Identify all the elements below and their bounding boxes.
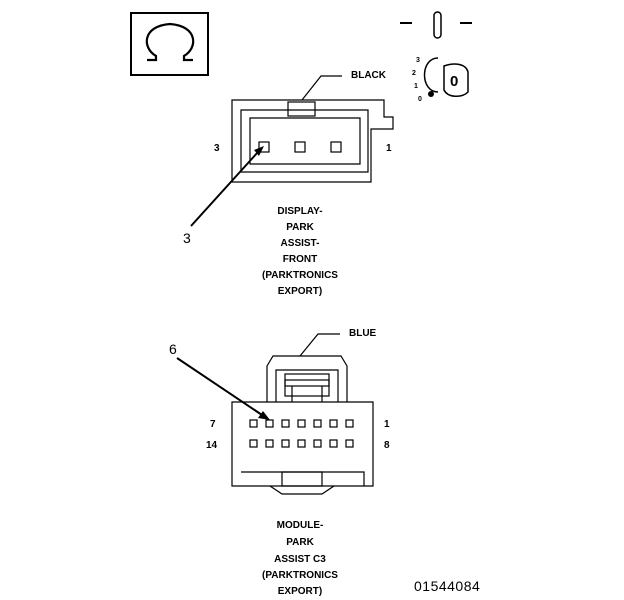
pin-number-top-left: 7 (210, 419, 216, 430)
caption-line: EXPORT) (278, 286, 322, 297)
pin-number-top-right: 1 (384, 419, 390, 430)
caption-line: PARK (286, 537, 314, 548)
callout-pin-number: 6 (169, 341, 177, 357)
figure-number: 01544084 (414, 578, 480, 594)
caption-line: (PARKTRONICS (262, 270, 338, 281)
pin-number-bottom-right: 8 (384, 440, 390, 451)
caption-line: ASSIST C3 (274, 554, 326, 565)
caption-line: FRONT (283, 254, 317, 265)
connector-color-label: BLACK (351, 70, 387, 81)
connector-color-label: BLUE (349, 328, 377, 339)
ohmmeter-icon (130, 12, 209, 76)
caption-line: ASSIST- (281, 238, 320, 249)
caption-line: (PARKTRONICS (262, 570, 338, 581)
caption-line: PARK (286, 222, 314, 233)
caption-line: EXPORT) (278, 586, 322, 597)
svg-text:0: 0 (450, 73, 458, 90)
svg-text:2: 2 (412, 70, 416, 77)
svg-text:0: 0 (418, 96, 422, 103)
connector-module-park-assist-c3: BLUE 7 1 14 8 6 (169, 328, 390, 495)
caption-line: MODULE- (277, 520, 324, 531)
lower-connector-caption: MODULE- PARK ASSIST C3 (PARKTRONICS EXPO… (262, 520, 338, 597)
svg-text:3: 3 (416, 57, 420, 64)
pin-number-right: 1 (386, 143, 392, 154)
connector-display-park-assist-front: BLACK 3 1 3 (183, 70, 394, 246)
svg-text:1: 1 (414, 83, 418, 90)
callout-pin-number: 3 (183, 230, 191, 246)
pin-number-left: 3 (214, 143, 220, 154)
caption-line: DISPLAY- (277, 206, 322, 217)
upper-connector-caption: DISPLAY- PARK ASSIST- FRONT (PARKTRONICS… (262, 206, 338, 297)
ignition-key-icon: 0 3 2 1 0 (400, 11, 472, 103)
pin-number-bottom-left: 14 (206, 440, 218, 451)
